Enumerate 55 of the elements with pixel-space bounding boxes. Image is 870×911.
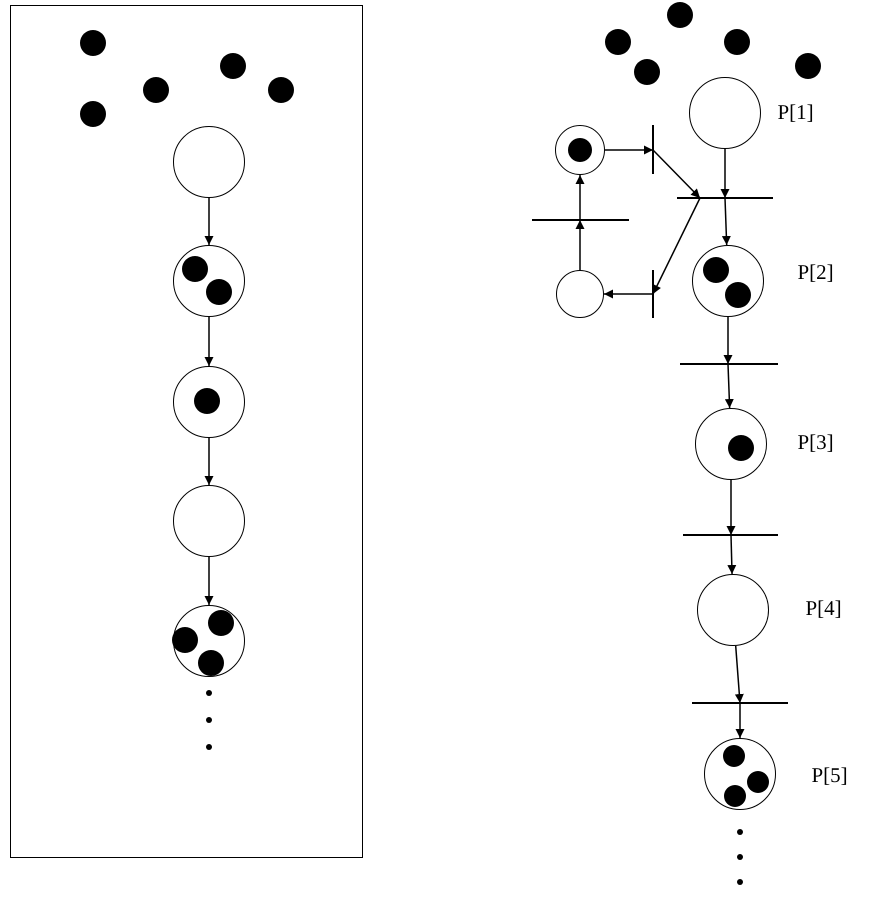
place-label: P[2]	[798, 262, 834, 282]
token-dot	[206, 279, 232, 305]
token-dot	[142, 76, 168, 102]
token-dot	[220, 52, 246, 78]
arrow	[204, 438, 214, 485]
arrow	[724, 364, 734, 408]
token-dot	[605, 29, 631, 55]
token-dot	[268, 76, 294, 102]
arrow	[722, 198, 731, 246]
token-dot	[182, 256, 208, 282]
arrow	[576, 220, 584, 270]
ellipsis-dot	[206, 744, 212, 750]
token-dot	[722, 744, 744, 766]
frame	[10, 5, 363, 858]
ellipsis-dot	[206, 690, 212, 696]
token-dot	[667, 2, 693, 28]
token-dot	[80, 30, 106, 56]
arrow	[726, 480, 736, 535]
arrow	[734, 646, 744, 704]
arrow	[652, 149, 701, 199]
arrow	[204, 557, 214, 605]
ellipsis-dot	[737, 829, 743, 835]
arrow	[736, 703, 744, 738]
place-label: P[3]	[798, 432, 834, 452]
token-dot	[795, 53, 821, 79]
token-dot	[172, 627, 198, 653]
arrow	[604, 290, 653, 298]
place-circle	[556, 270, 604, 318]
arrow	[724, 317, 732, 364]
arrow	[720, 149, 730, 198]
token-dot	[208, 610, 234, 636]
token-dot	[80, 100, 106, 126]
ellipsis-dot	[737, 879, 743, 885]
ellipsis-dot	[737, 854, 743, 860]
token-dot	[702, 256, 728, 282]
arrow	[204, 198, 214, 245]
arrow	[576, 175, 584, 220]
arrow	[727, 534, 736, 574]
arrow	[652, 198, 701, 294]
arrow	[204, 317, 214, 366]
token-dot	[194, 388, 220, 414]
token-dot	[724, 784, 746, 806]
arrow	[605, 146, 653, 154]
token-dot	[568, 138, 592, 162]
place-label: P[4]	[806, 598, 842, 618]
place-label: P[1]	[778, 102, 814, 122]
token-dot	[724, 29, 750, 55]
token-dot	[724, 282, 750, 308]
place-label: P[5]	[812, 764, 848, 786]
place-circle	[555, 125, 605, 175]
token-dot	[728, 434, 754, 460]
ellipsis-dot	[206, 716, 212, 722]
token-dot	[634, 59, 660, 85]
token-dot	[198, 650, 224, 676]
token-dot	[746, 770, 768, 792]
